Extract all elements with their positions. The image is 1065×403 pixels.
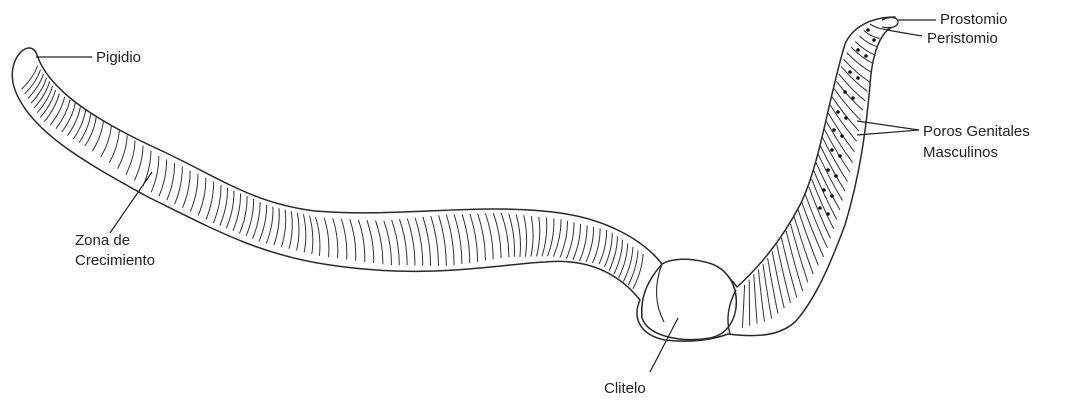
pore-dot	[832, 128, 836, 132]
pore-dot	[864, 54, 868, 58]
prostomio-label: Prostomio	[940, 11, 1008, 28]
clitelo-outline	[642, 259, 737, 339]
peristomio-leader	[887, 30, 922, 36]
pore-dot	[851, 96, 855, 100]
pore-dot	[856, 48, 860, 52]
worm-body	[12, 17, 895, 341]
pore-dot	[844, 116, 848, 120]
pore-dot	[818, 206, 822, 210]
pore-dot	[826, 168, 830, 172]
pore-dot	[826, 212, 830, 216]
pore-dot	[838, 154, 842, 158]
segment-ring	[749, 280, 750, 326]
pore-dot	[836, 110, 840, 114]
pigidio-label: Pigidio	[96, 49, 141, 66]
pore-dot	[872, 38, 876, 42]
pore-dot	[843, 90, 847, 94]
clitelo-label: Clitelo	[604, 380, 646, 397]
poros-label-line2: Masculinos	[923, 144, 998, 161]
zona-label-line2: Crecimiento	[75, 252, 155, 269]
poros-leader-2	[857, 130, 919, 135]
peristomio-label: Peristomio	[927, 30, 998, 47]
poros-label-line1: Poros Genitales	[923, 123, 1030, 140]
zona-label-line1: Zona de	[75, 232, 130, 249]
pore-dot	[866, 28, 870, 32]
pore-dot	[834, 174, 838, 178]
pore-dot	[822, 188, 826, 192]
prostomio-tip	[882, 18, 898, 28]
pore-dot	[848, 70, 852, 74]
pore-dot	[830, 148, 834, 152]
pore-dot	[856, 76, 860, 80]
pore-dot	[840, 134, 844, 138]
pore-dot	[830, 194, 834, 198]
